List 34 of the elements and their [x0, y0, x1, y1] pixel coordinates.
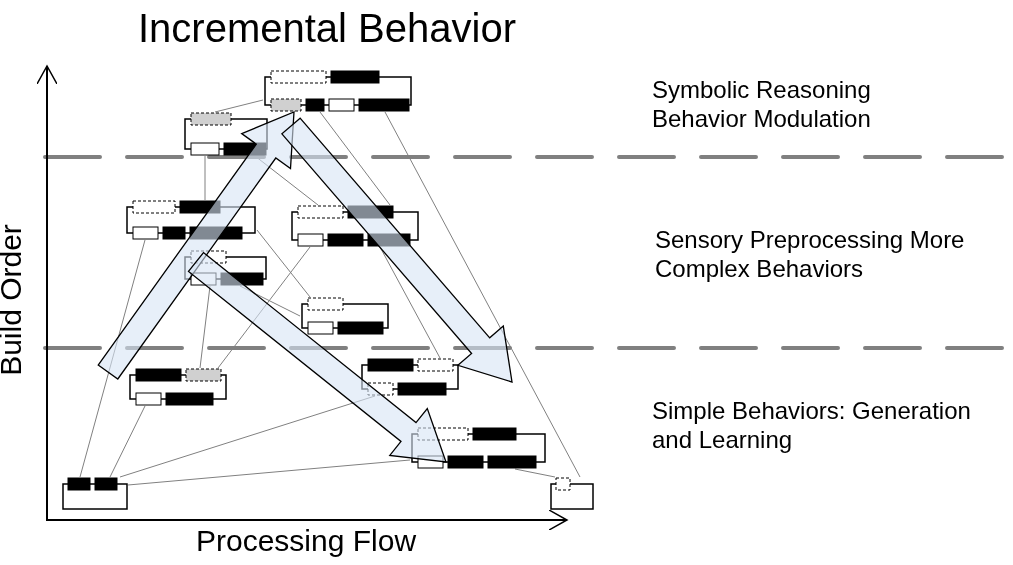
connector-line	[127, 459, 411, 486]
band-label: Symbolic Reasoning Behavior Modulation	[652, 76, 872, 134]
connector-line	[204, 155, 206, 201]
module-drawing	[183, 250, 268, 286]
module-drawing	[128, 368, 228, 406]
block-arrow	[97, 111, 295, 380]
block-arrow	[187, 251, 447, 463]
connector-line	[384, 111, 581, 478]
connector-line	[379, 246, 441, 359]
block-arrow	[281, 117, 513, 383]
diagram-title: Incremental Behavior	[138, 5, 516, 52]
connector-line	[514, 468, 556, 478]
connector-line	[256, 229, 311, 298]
module-drawing	[290, 205, 420, 247]
connector-line	[119, 395, 376, 478]
module-drawing	[410, 427, 547, 469]
axis-label: Processing Flow	[196, 523, 417, 559]
connector-line	[109, 405, 146, 478]
band-label: Sensory Preprocessing More Complex Behaviors	[655, 226, 966, 284]
module-drawing	[360, 358, 460, 396]
connector-line	[79, 239, 146, 478]
module-drawing	[183, 112, 269, 156]
connector-line	[214, 99, 264, 113]
module-drawing	[125, 200, 257, 240]
connector-line	[199, 285, 211, 369]
module-drawing	[300, 297, 390, 335]
module-drawing	[62, 477, 128, 510]
band-label: Simple Behaviors: Generation and Learning	[652, 397, 972, 455]
module-drawing	[263, 70, 413, 112]
connector-line	[239, 285, 301, 317]
connector-line	[319, 111, 391, 206]
axis-label: Build Order	[0, 224, 28, 376]
module-drawing	[550, 477, 594, 510]
connector-line	[217, 246, 311, 369]
